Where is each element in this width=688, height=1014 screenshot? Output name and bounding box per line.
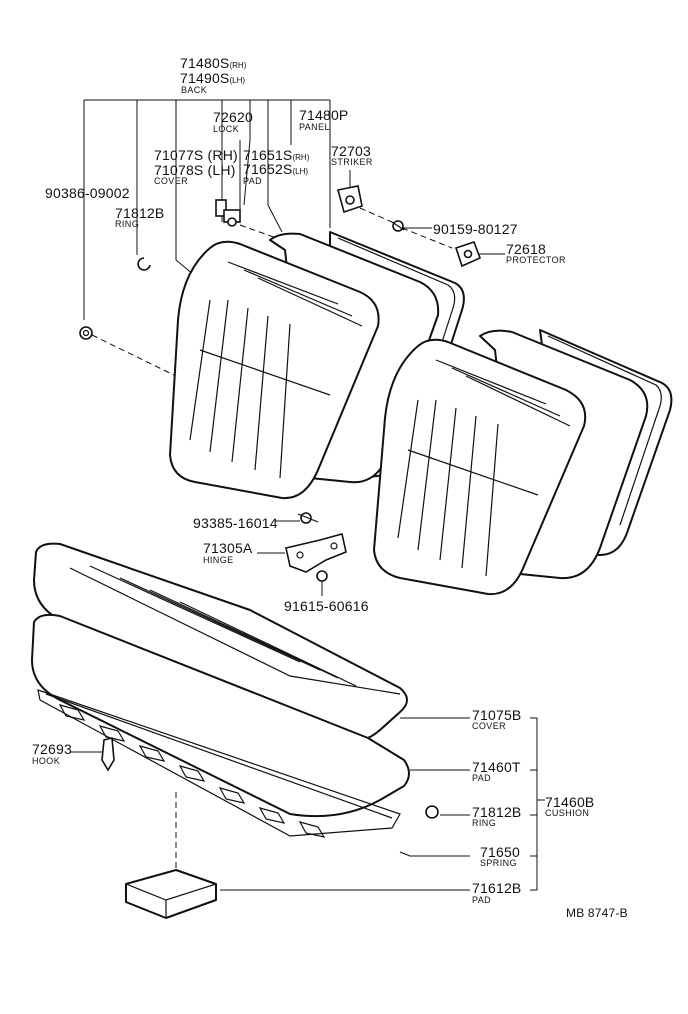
side-label: (RH): [292, 153, 310, 162]
part-71305A: 71305A: [203, 540, 253, 556]
spring-label: SPRING: [480, 858, 517, 868]
right-seatback-cover: [373, 338, 587, 596]
hinge-bolt-icon: [297, 512, 319, 524]
back-label: BACK: [181, 85, 208, 95]
part-72693: 72693: [32, 741, 72, 757]
side-label: (LH): [292, 167, 309, 176]
part-number: 71652S: [243, 161, 293, 177]
ring-label-top: RING: [115, 219, 140, 229]
cushion-spring-frame: [37, 689, 401, 838]
cushion-label: CUSHION: [545, 808, 590, 818]
part-72620: 72620: [213, 109, 253, 125]
pad2-label: PAD: [472, 773, 492, 783]
part-72618: 72618: [506, 241, 546, 257]
cushion-pad: [31, 613, 410, 818]
part-71651S: 71651S(RH): [243, 148, 309, 162]
hook-label: HOOK: [32, 756, 61, 766]
dashed-lines: [91, 207, 453, 880]
part-91615-60616: 91615-60616: [284, 598, 369, 614]
part-71480S: 71480S(RH): [180, 56, 246, 70]
figure-code: MB 8747-B: [566, 906, 628, 920]
protector-label: PROTECTOR: [506, 255, 566, 265]
pad3-label: PAD: [472, 895, 492, 905]
striker-label: STRIKER: [331, 157, 373, 167]
part-71480P: 71480P: [299, 107, 349, 123]
part-71078S: 71078S (LH): [154, 162, 236, 178]
part-71460T: 71460T: [472, 759, 521, 775]
protector-icon: [454, 240, 482, 268]
cover-label: COVER: [154, 176, 189, 186]
part-71075B: 71075B: [472, 707, 522, 723]
lock-icon: [215, 199, 241, 227]
ring-clip-icon: [137, 257, 151, 271]
part-93385-16014: 93385-16014: [193, 515, 278, 531]
ring-label-bottom: RING: [472, 818, 497, 828]
side-label: (LH): [229, 76, 246, 85]
part-number: 71490S: [180, 70, 230, 86]
cushion-ring-icon: [425, 805, 439, 819]
grommet-icon: [79, 326, 93, 340]
striker-icon: [337, 185, 363, 214]
part-number: 71651S: [243, 147, 293, 163]
panel-label: PANEL: [299, 122, 330, 132]
part-71812B-top: 71812B: [115, 205, 165, 221]
hinge-icon: [285, 533, 347, 573]
part-71652S: 71652S(LH): [243, 162, 308, 176]
left-seatback-cover: [169, 240, 380, 500]
pad-label: PAD: [243, 176, 263, 186]
part-71490S: 71490S(LH): [180, 71, 245, 85]
part-71812B-bottom: 71812B: [472, 804, 522, 820]
cover2-label: COVER: [472, 721, 507, 731]
hinge-nut-icon: [316, 570, 328, 582]
hook-icon: [101, 736, 115, 772]
bolt-icon: [391, 220, 405, 232]
part-71612B: 71612B: [472, 880, 522, 896]
cushion-cover: [33, 542, 408, 746]
part-71077S: 71077S (RH): [154, 147, 238, 163]
part-71650: 71650: [480, 844, 520, 860]
part-90386-09002: 90386-09002: [45, 185, 130, 201]
part-71460B: 71460B: [545, 794, 595, 810]
lock-label: LOCK: [213, 124, 240, 134]
part-number: 71480S: [180, 55, 230, 71]
side-label: (RH): [229, 61, 247, 70]
hinge-label: HINGE: [203, 555, 234, 565]
lower-pad-block: [125, 869, 217, 919]
part-72703: 72703: [331, 143, 371, 159]
part-90159-80127: 90159-80127: [433, 221, 518, 237]
leader-lines: [70, 99, 545, 891]
